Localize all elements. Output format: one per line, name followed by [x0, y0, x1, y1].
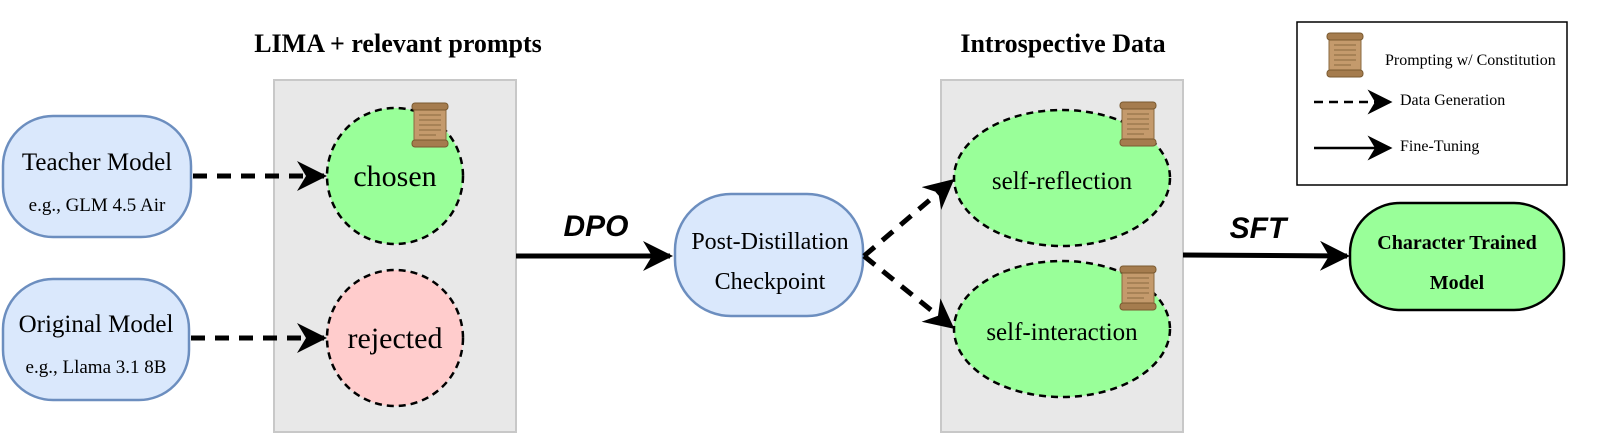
- checkpoint-to-interaction-arrow: [862, 254, 955, 329]
- legend-constitution-label: Prompting w/ Constitution: [1385, 52, 1556, 69]
- chosen-label: chosen: [353, 160, 436, 193]
- teacher-model-name: Teacher Model: [22, 149, 172, 176]
- checkpoint-node: Post-Distillation Checkpoint: [673, 192, 865, 318]
- left-panel-title: LIMA + relevant prompts: [254, 29, 542, 58]
- constitution-scroll-icon: [1119, 101, 1157, 147]
- teacher-model-node: Teacher Model e.g., GLM 4.5 Air: [1, 114, 193, 239]
- self-interaction-node: self-interaction: [952, 259, 1172, 399]
- constitution-scroll-icon: [411, 102, 449, 148]
- self-reflection-node: self-reflection: [952, 108, 1172, 248]
- checkpoint-label-line2: Checkpoint: [715, 269, 826, 295]
- self-reflection-label: self-reflection: [992, 168, 1133, 195]
- teacher-model-example: e.g., GLM 4.5 Air: [29, 195, 166, 216]
- right-panel-title: Introspective Data: [960, 29, 1165, 58]
- legend-scroll-icon: [1326, 32, 1364, 78]
- checkpoint-label-line1: Post-Distillation: [691, 229, 848, 255]
- legend: Prompting w/ Constitution Data Generatio…: [1296, 21, 1568, 186]
- checkpoint-to-reflection-arrow: [862, 179, 955, 258]
- rejected-label: rejected: [348, 322, 443, 355]
- sft-arrow: [1182, 240, 1350, 271]
- original-model-name: Original Model: [19, 311, 174, 338]
- self-interaction-label: self-interaction: [986, 319, 1138, 346]
- character-trained-model-node: Character Trained Model: [1348, 201, 1566, 312]
- legend-fine-tuning-label: Fine-Tuning: [1400, 138, 1479, 155]
- sft-label: SFT: [1230, 212, 1289, 245]
- final-model-label-line2: Model: [1430, 272, 1485, 294]
- constitution-scroll-icon: [1119, 265, 1157, 311]
- legend-data-generation-label: Data Generation: [1400, 92, 1505, 109]
- final-model-label-line1: Character Trained: [1377, 232, 1536, 254]
- dpo-label: DPO: [563, 210, 628, 243]
- original-model-node: Original Model e.g., Llama 3.1 8B: [1, 277, 191, 402]
- original-model-example: e.g., Llama 3.1 8B: [26, 357, 167, 378]
- rejected-node: rejected: [325, 268, 465, 408]
